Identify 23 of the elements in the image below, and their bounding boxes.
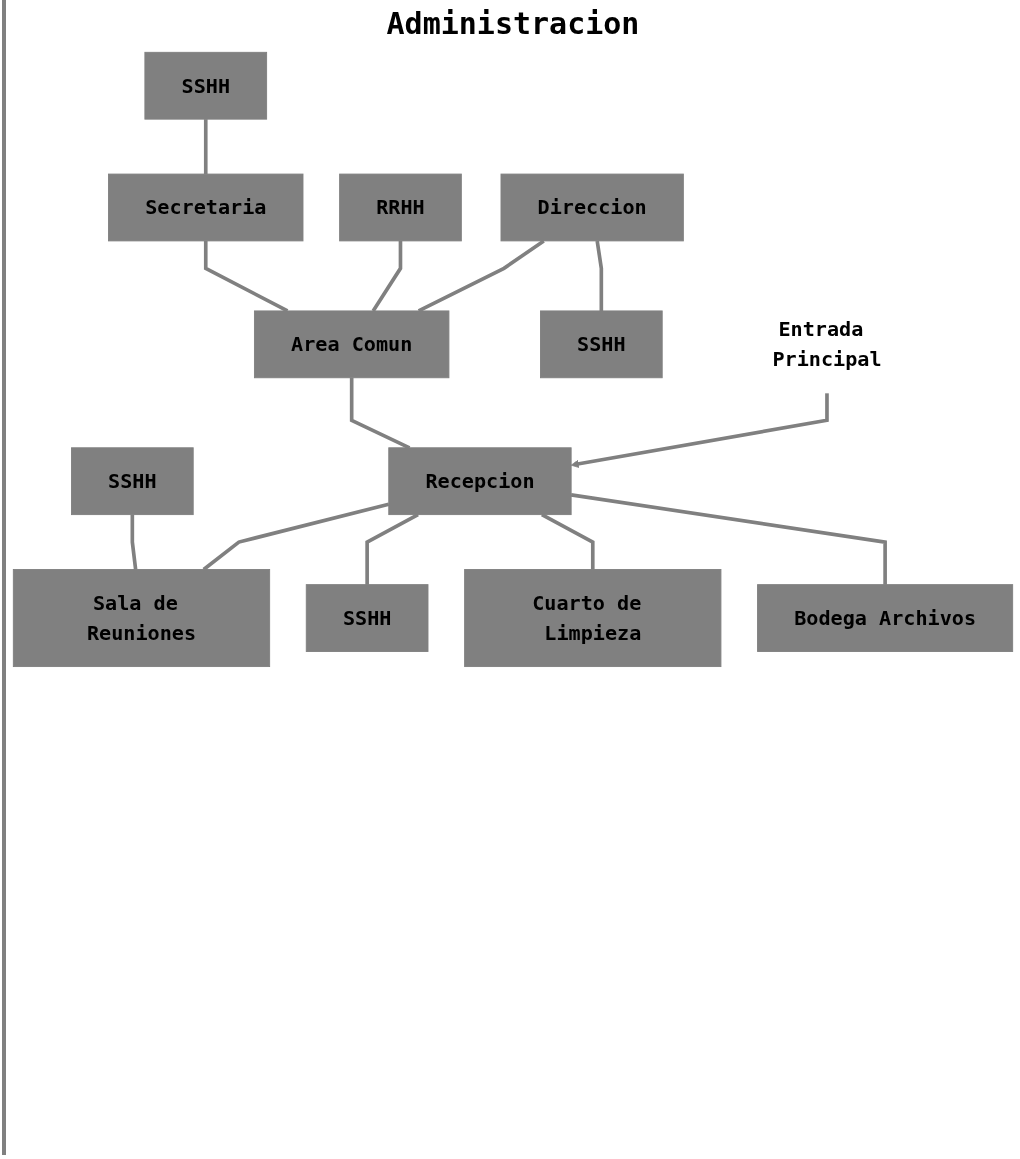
diagram-title: Administracion — [386, 6, 640, 41]
connector — [541, 513, 595, 570]
node-box: SSHH — [305, 584, 429, 652]
node-box: Sala de Reuniones — [12, 569, 271, 668]
node-box: RRHH — [339, 173, 462, 242]
connector — [595, 240, 604, 311]
node-box: Area Comun — [253, 310, 450, 379]
node-box: Direccion — [500, 173, 684, 242]
node-box: SSHH — [144, 51, 268, 120]
node-box: SSHH — [71, 447, 194, 516]
node-text: Entrada Principal — [772, 317, 882, 371]
connector — [371, 240, 403, 312]
connector — [365, 513, 419, 585]
node-box: Secretaria — [108, 173, 304, 242]
node-box: Cuarto de Limpieza — [464, 569, 722, 668]
connector — [203, 119, 208, 175]
connector — [570, 493, 887, 585]
connector — [202, 502, 390, 571]
node-box: SSHH — [540, 310, 663, 379]
connector — [130, 514, 138, 570]
arrow — [570, 392, 829, 468]
node-box: Recepcion — [388, 447, 572, 516]
node-box: Bodega Archivos — [757, 584, 1014, 652]
